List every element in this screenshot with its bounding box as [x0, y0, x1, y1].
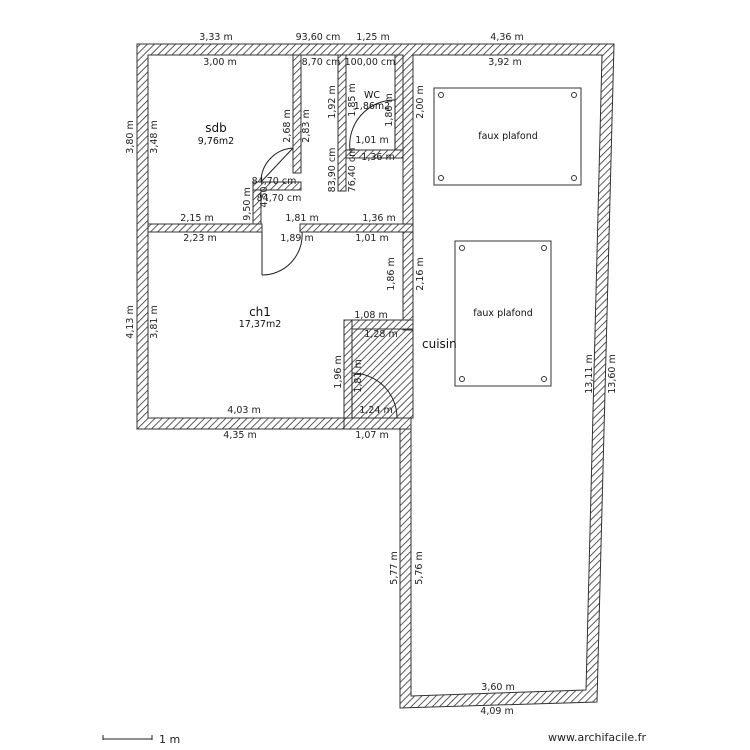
- dim-label: 1,36 m: [362, 213, 395, 224]
- dim-label: 9,50 m: [242, 187, 253, 220]
- room-area-wc: 1,86m2: [354, 101, 390, 112]
- wall-wc-right: [394, 54, 404, 159]
- dim-label: 76,40 cm: [347, 148, 358, 193]
- wall-sdb-stub2: [252, 181, 302, 191]
- false-ceiling-label: faux plafond: [478, 131, 538, 142]
- dim-label: 1,01 m: [355, 233, 388, 244]
- dim-label: 4,50: [259, 186, 270, 207]
- dim-label: 1,81 m: [285, 213, 318, 224]
- wall-wc-bottom: [345, 149, 404, 159]
- dim-label: 84,70 cm: [257, 193, 302, 204]
- dim-label: 1,86 m: [384, 93, 395, 126]
- wall-middle: [147, 223, 263, 233]
- dim-label: 1,36 m: [361, 152, 394, 163]
- dim-label: 1,85 m: [347, 83, 358, 116]
- false-ceiling-a: faux plafond: [433, 87, 582, 186]
- false-ceiling-b: faux plafond: [454, 240, 552, 387]
- dim-label: 1,07 m: [355, 430, 388, 441]
- dim-label: 83,90 cm: [327, 148, 338, 193]
- wall-sdb-right: [292, 54, 302, 174]
- dim-label: 1,08 m: [354, 310, 387, 321]
- dim-label: 4,03 m: [227, 405, 260, 416]
- room-area-sdb: 9,76m2: [198, 136, 234, 147]
- dim-label: 8,70 cm: [302, 57, 341, 68]
- dim-label: 2,23 m: [183, 233, 216, 244]
- dim-label: 4,36 m: [490, 32, 523, 43]
- dim-label: 2,00 m: [415, 85, 426, 118]
- dim-label: 3,60 m: [481, 682, 514, 693]
- dim-label: 5,77 m: [389, 551, 400, 584]
- dim-label: 2,15 m: [180, 213, 213, 224]
- dim-label: 1,81 m: [353, 359, 364, 392]
- door-kitchen: [351, 372, 398, 419]
- dim-label: 3,80 m: [125, 120, 136, 153]
- wall-wc-left: [337, 54, 347, 192]
- scale-bar: 1 m: [102, 733, 180, 746]
- wall-ch1-right: [402, 223, 414, 331]
- dim-label: 3,92 m: [488, 57, 521, 68]
- dim-label: 1,24 m: [359, 405, 392, 416]
- room-area-ch1: 17,37m2: [239, 319, 282, 330]
- dim-label: 2,83 m: [301, 109, 312, 142]
- wall-middle-right: [299, 223, 414, 233]
- dim-label: 1,86 m: [386, 257, 397, 290]
- room-name-cuisine: cuisin: [422, 337, 457, 351]
- dim-label: 3,33 m: [199, 32, 232, 43]
- dim-label: 1,25 m: [356, 32, 389, 43]
- dim-label: 3,00 m: [203, 57, 236, 68]
- dim-label: 1,89 m: [280, 233, 313, 244]
- dim-label: 4,35 m: [223, 430, 256, 441]
- wall-ch1-step: [343, 319, 414, 330]
- dim-label: 13,11 m: [584, 354, 595, 393]
- room-name-sdb: sdb: [205, 121, 227, 135]
- dim-label: 1,01 m: [355, 135, 388, 146]
- room-name-ch1: ch1: [249, 305, 271, 319]
- dim-label: 1,96 m: [333, 355, 344, 388]
- false-ceiling-label: faux plafond: [473, 308, 533, 319]
- dim-label: 3,81 m: [149, 305, 160, 338]
- dim-label: 93,60 cm: [296, 32, 341, 43]
- dim-label: 3,48 m: [149, 120, 160, 153]
- dim-label: 4,09 m: [480, 706, 513, 717]
- door-wc: [349, 99, 396, 151]
- watermark: www.archifacile.fr: [548, 731, 646, 744]
- dim-label: 2,16 m: [415, 257, 426, 290]
- dim-label: 2,68 m: [282, 109, 293, 142]
- wall-ch1-step-vert: [343, 319, 353, 420]
- scale-label: 1 m: [159, 733, 180, 746]
- dim-label: 84,70 cm: [252, 176, 297, 187]
- door-ch1: [261, 231, 303, 276]
- wall-ch1-bottom-right: [343, 417, 412, 430]
- dim-label: 5,76 m: [414, 551, 425, 584]
- dim-label: 1,92 m: [327, 85, 338, 118]
- dim-label: 1,28 m: [364, 329, 397, 340]
- dim-label: 13,60 m: [607, 354, 618, 393]
- dim-label: 100,00 cm: [345, 57, 396, 68]
- room-name-wc: WC: [364, 90, 380, 101]
- door-sdb: [260, 147, 294, 183]
- dim-label: 4,13 m: [125, 305, 136, 338]
